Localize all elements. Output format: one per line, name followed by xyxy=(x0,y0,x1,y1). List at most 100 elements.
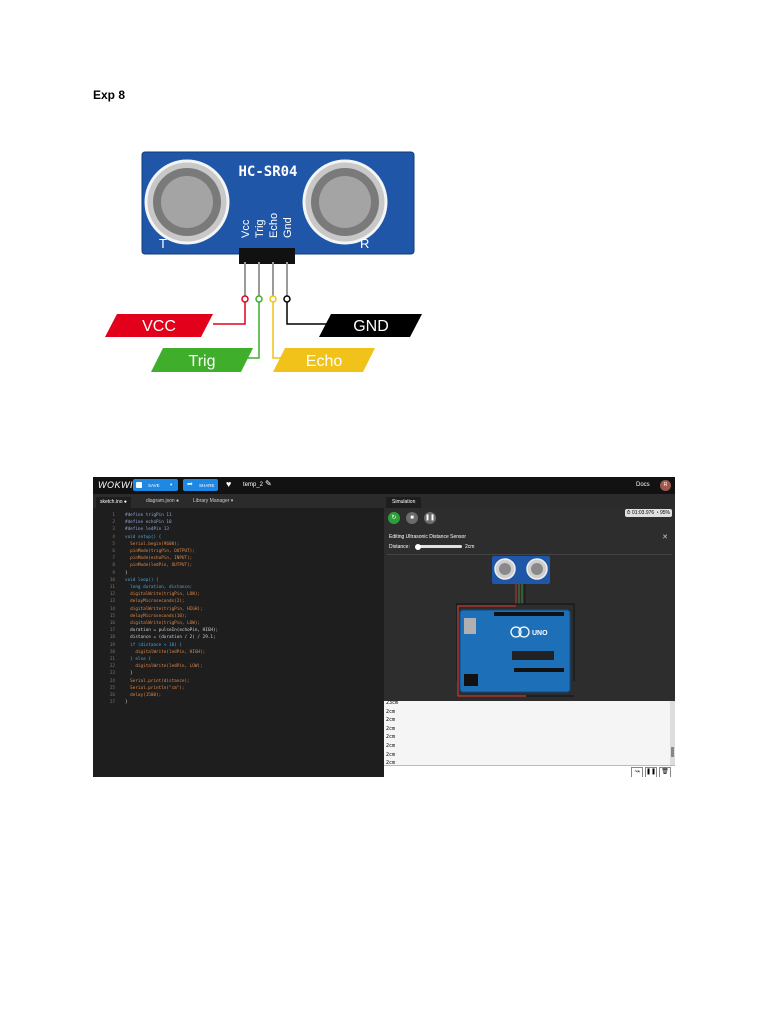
code-line[interactable]: 21 } else { xyxy=(93,656,384,663)
gnd-wire xyxy=(286,299,331,325)
distance-slider[interactable] xyxy=(414,543,462,550)
docs-link[interactable]: Docs xyxy=(636,481,650,488)
code-line[interactable]: 23 } xyxy=(93,670,384,677)
code-line[interactable]: 2#define echoPin 10 xyxy=(93,519,384,526)
code-text: delayMicroseconds(2); xyxy=(125,599,185,605)
code-line[interactable]: 9} xyxy=(93,570,384,577)
code-line[interactable]: 8 pinMode(ledPin, OUTPUT); xyxy=(93,562,384,569)
code-text: #define trigPin 11 xyxy=(125,513,172,518)
line-number: 22 xyxy=(109,664,115,670)
code-line[interactable]: 11 long duration, distance; xyxy=(93,584,384,591)
line-number: 8 xyxy=(112,563,115,569)
serial-line: 23cm xyxy=(386,701,399,706)
code-text: long duration, distance; xyxy=(125,585,193,590)
code-line[interactable]: 5 Serial.begin(9600); xyxy=(93,541,384,548)
code-text: void setup() { xyxy=(125,534,162,540)
header-pins xyxy=(239,248,295,296)
floppy-icon xyxy=(136,481,142,488)
pencil-icon[interactable]: ✎ xyxy=(265,479,272,488)
code-text: #define ledPin 13 xyxy=(125,527,169,533)
line-number: 17 xyxy=(109,628,115,634)
tab-simulation[interactable]: Simulation xyxy=(386,497,422,508)
code-line[interactable]: 16 digitalWrite(trigPin, LOW); xyxy=(93,620,384,627)
stop-button[interactable]: ■ xyxy=(406,512,418,524)
code-line[interactable]: 14 digitalWrite(trigPin, HIGH); xyxy=(93,606,384,613)
line-number: 10 xyxy=(109,577,115,583)
stop-icon: ■ xyxy=(410,515,414,521)
sensor-edit-panel: Editing Ultrasonic Distance Sensor ✕ Dis… xyxy=(387,532,672,555)
line-number: 27 xyxy=(109,700,115,706)
pause-button[interactable]: ❚❚ xyxy=(424,512,436,524)
vcc-tag-label: VCC xyxy=(142,318,176,335)
gnd-tag xyxy=(319,314,422,337)
code-text: digitalWrite(trigPin, HIGH); xyxy=(125,606,203,612)
tab-library-manager[interactable]: Library Manager ▾ xyxy=(193,498,234,504)
code-text: } xyxy=(125,700,128,706)
code-line[interactable]: 20 digitalWrite(ledPin, HIGH); xyxy=(93,649,384,656)
code-line[interactable]: 1 #define trigPin 11 xyxy=(93,512,384,519)
clear-button[interactable]: 🗑 xyxy=(659,767,671,777)
code-text: Serial.println("cm"); xyxy=(125,685,185,691)
save-label: SAVE xyxy=(148,482,160,488)
serial-line: 2cm xyxy=(386,725,396,732)
hc-sr04-wiring-figure: HC-SR04 T R Vcc Trig Echo Gnd VCC GND Tr… xyxy=(105,151,422,372)
code-line[interactable]: 3#define ledPin 13 xyxy=(93,526,384,533)
distance-label: Distance: xyxy=(389,544,410,550)
line-number: 1 xyxy=(112,513,115,518)
code-text: #define echoPin 10 xyxy=(125,520,172,526)
code-line[interactable]: 6 pinMode(trigPin, OUTPUT); xyxy=(93,548,384,555)
line-number: 21 xyxy=(109,657,115,662)
code-line[interactable]: 17 duration = pulseIn(echoPin, HIGH); xyxy=(93,627,384,634)
tab-diagram[interactable]: diagram.json ● xyxy=(146,498,180,504)
simulation-tab-bar: Simulation xyxy=(384,494,675,508)
circuit-diagram[interactable]: UNO xyxy=(456,556,578,701)
line-number: 19 xyxy=(109,642,115,648)
avatar[interactable]: R xyxy=(660,480,671,491)
simulation-pane: ↻ ■ ❚❚ ⏱ 01:03.976 ◔ 95% Editing Ultraso… xyxy=(384,508,675,701)
code-line[interactable]: 27} xyxy=(93,699,384,706)
serial-pause-button[interactable]: ❚❚ xyxy=(645,767,657,777)
code-text: void loop() { xyxy=(125,577,159,583)
restart-button[interactable]: ↻ xyxy=(388,512,400,524)
wokwi-logo[interactable]: WOKWI xyxy=(98,480,133,490)
share-icon: ➦ xyxy=(187,481,193,488)
code-line[interactable]: 22 digitalWrite(ledPin, LOW); xyxy=(93,663,384,670)
project-name[interactable]: temp_2 xyxy=(243,481,264,488)
code-line[interactable]: 13 delayMicroseconds(2); xyxy=(93,598,384,605)
code-line[interactable]: 24 Serial.print(distance); xyxy=(93,678,384,685)
heart-icon[interactable]: ♥ xyxy=(226,479,232,489)
share-button[interactable]: ➦ SHARE xyxy=(183,479,218,491)
code-line[interactable]: 18 distance = (duration / 2) / 29.1; xyxy=(93,634,384,641)
plotter-button[interactable]: ↝ xyxy=(631,767,643,777)
code-line[interactable]: 12 digitalWrite(trigPin, LOW); xyxy=(93,591,384,598)
line-number: 15 xyxy=(109,613,115,619)
serial-line: 2cm xyxy=(386,751,396,758)
code-line[interactable]: 15 delayMicroseconds(10); xyxy=(93,613,384,620)
trash-icon: 🗑 xyxy=(661,769,669,775)
echo-wire xyxy=(272,299,285,359)
code-line[interactable]: 26 delay(1500); xyxy=(93,692,384,699)
line-number: 14 xyxy=(109,606,115,612)
serial-scroll-thumb[interactable] xyxy=(671,747,674,757)
code-text: distance = (duration / 2) / 29.1; xyxy=(125,635,216,641)
vcc-tag xyxy=(105,314,213,337)
code-line[interactable]: 7 pinMode(echoPin, INPUT); xyxy=(93,555,384,562)
tab-sketch[interactable]: sketch.ino ● xyxy=(96,497,131,508)
distance-slider-knob[interactable] xyxy=(414,543,421,550)
echo-tag xyxy=(273,348,375,372)
line-number: 20 xyxy=(109,649,115,655)
code-line[interactable]: 25 Serial.println("cm"); xyxy=(93,685,384,692)
save-button[interactable]: SAVE ▾ xyxy=(133,479,178,491)
gnd-tag-label: GND xyxy=(353,318,389,335)
code-line[interactable]: 19 if (distance < 10) { xyxy=(93,642,384,649)
pin-label-gnd: Gnd xyxy=(282,217,294,238)
trig-tag-label: Trig xyxy=(189,353,216,370)
close-icon[interactable]: ✕ xyxy=(662,534,668,541)
code-line[interactable]: 10 void loop() { xyxy=(93,577,384,584)
chevron-down-icon[interactable]: ▾ xyxy=(170,482,173,487)
distance-slider-fill xyxy=(417,545,462,548)
serial-scrollbar[interactable] xyxy=(670,701,675,766)
